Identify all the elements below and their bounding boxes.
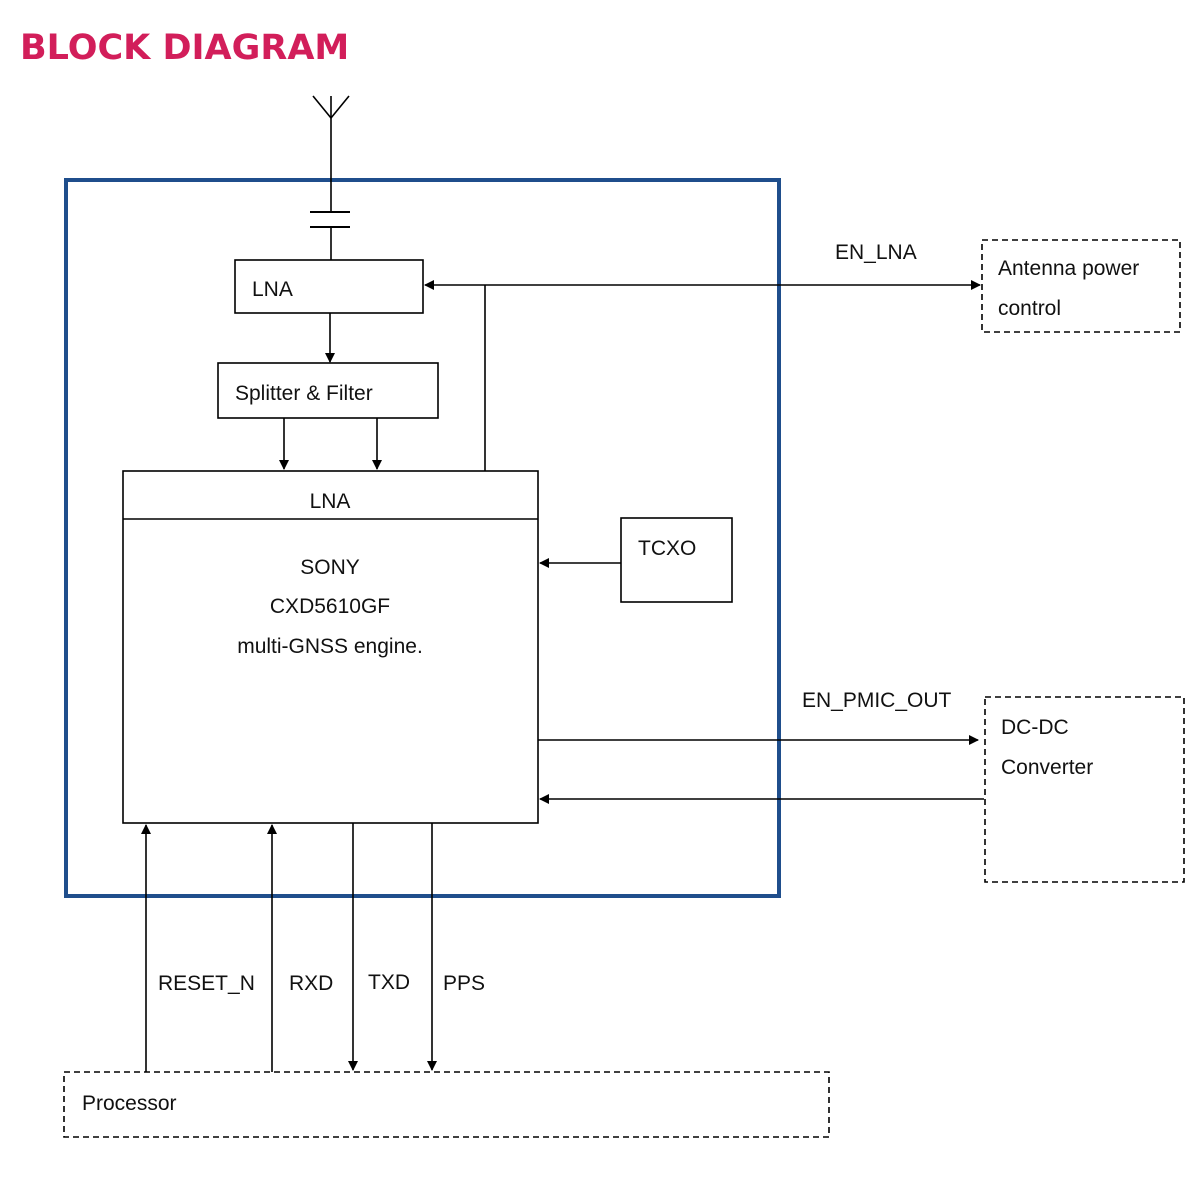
- txd-label: TXD: [368, 971, 410, 994]
- page-title: BLOCK DIAGRAM: [20, 28, 350, 68]
- tcxo-label: TCXO: [638, 537, 696, 560]
- processor-block: [63, 1071, 830, 1138]
- gnss-chip-block: [122, 470, 539, 824]
- chip-header-label: LNA: [310, 490, 351, 513]
- antenna-icon: [312, 95, 350, 212]
- dcdc-converter-block: [984, 696, 1185, 883]
- splitter-filter-label: Splitter & Filter: [235, 382, 373, 405]
- splitter-filter-block: [217, 362, 439, 419]
- lna-block: [234, 259, 424, 314]
- lna-block-label: LNA: [252, 278, 293, 301]
- chip-description-label: multi-GNSS engine.: [237, 635, 423, 658]
- antenna-power-control-block: [981, 239, 1181, 333]
- en-lna-label: EN_LNA: [835, 241, 917, 264]
- pps-label: PPS: [443, 972, 485, 995]
- chip-brand-label: SONY: [300, 556, 360, 579]
- capacitor-icon: [310, 211, 350, 260]
- en-lna-connection: [424, 280, 981, 471]
- module-outline: [64, 178, 781, 898]
- processor-label: Processor: [82, 1092, 177, 1115]
- tcxo-block: [620, 517, 733, 603]
- en-pmic-out-label: EN_PMIC_OUT: [802, 689, 952, 712]
- dcdc-label-2: Converter: [1001, 756, 1093, 779]
- reset-n-label: RESET_N: [158, 972, 255, 995]
- chip-part-number-label: CXD5610GF: [270, 595, 390, 618]
- rxd-label: RXD: [289, 972, 333, 995]
- dcdc-label-1: DC-DC: [1001, 716, 1069, 739]
- antenna-power-control-label-2: control: [998, 297, 1061, 320]
- antenna-power-control-label-1: Antenna power: [998, 257, 1139, 280]
